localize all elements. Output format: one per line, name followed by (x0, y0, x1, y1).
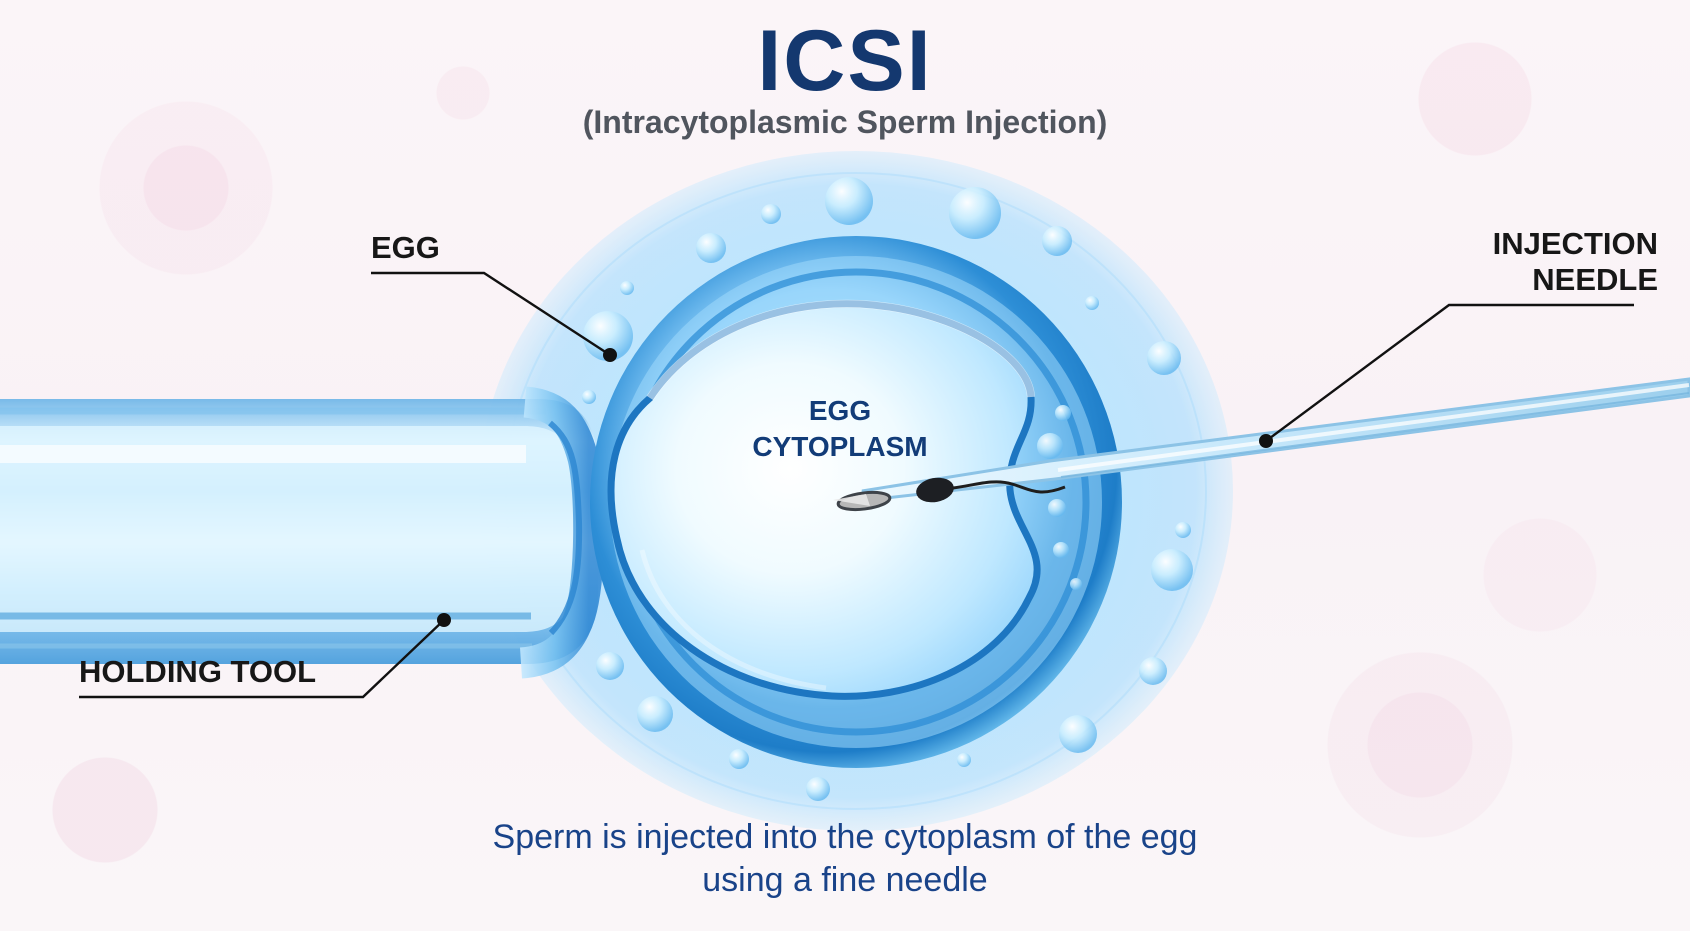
egg-cytoplasm-label-line1: EGG (808, 395, 872, 426)
holding-tool-label: HOLDING TOOL (79, 654, 317, 689)
caption-line1: Sperm is injected into the cytoplasm of … (492, 818, 1198, 856)
egg-label: EGG (371, 230, 440, 265)
holding-tool-label-line (79, 619, 445, 699)
page-subtitle: (Intracytoplasmic Sperm Injection) (582, 104, 1108, 140)
injection-needle-label-line1: INJECTION (1492, 226, 1658, 261)
bubble-icon (582, 177, 1193, 801)
sperm-icon (833, 477, 1066, 512)
injection-needle-label-line2: NEEDLE (1532, 262, 1658, 297)
caption-line2: using a fine needle (702, 861, 988, 899)
egg-cytoplasm-label-line2: CYTOPLASM (752, 431, 928, 462)
label-lines (79, 271, 1634, 699)
egg-cytoplasm-label: EGG CYTOPLASM (710, 393, 970, 465)
label-dots (437, 348, 1273, 627)
page-title: ICSI (757, 13, 933, 109)
diagram-caption: Sperm is injected into the cytoplasm of … (0, 816, 1690, 902)
injection-needle-label: INJECTION NEEDLE (1458, 226, 1658, 298)
egg-label-line (371, 271, 611, 357)
injection-needle-label-line (1265, 303, 1634, 442)
holding-tool-icon (0, 386, 605, 679)
